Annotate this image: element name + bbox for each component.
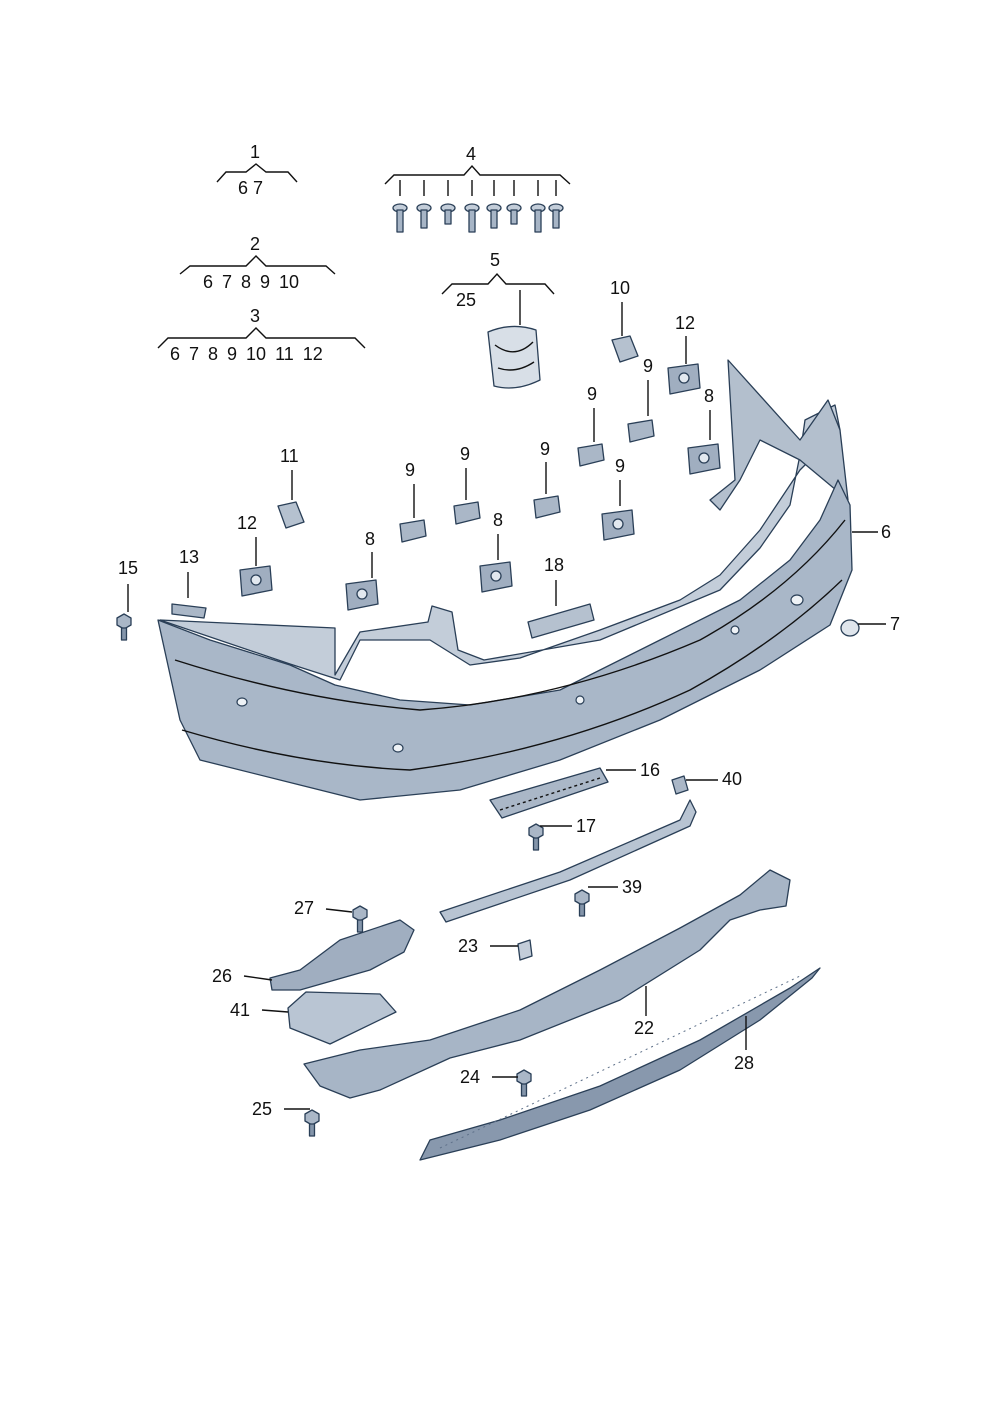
strip-13 [171, 603, 207, 619]
screw-icon [440, 203, 456, 225]
exhaust-trim [287, 991, 397, 1045]
screw-icon [506, 203, 522, 225]
assembly-bracket-1: 1 6 7 [216, 142, 298, 198]
fastener-set [392, 180, 564, 233]
screw-icon [464, 203, 480, 233]
callout-labels: 10 12 9 9 8 9 9 9 9 8 8 11 12 6 15 13 18 7 16 40 17 39 27 23 26 2… [118, 278, 900, 1119]
diffuser [303, 869, 791, 1099]
parking-sensor-holes [236, 594, 804, 753]
clip-40 [671, 775, 689, 795]
callout-39: 39 [622, 877, 642, 897]
callout-5: 5 [490, 250, 500, 270]
bracket-3-items: 6 7 8 9 10 11 12 [170, 344, 323, 364]
callout-11: 11 [280, 446, 299, 466]
screw-icon [574, 889, 590, 917]
screw-icon [392, 203, 408, 233]
assembly-bracket-5: 5 25 [441, 250, 555, 389]
callout-9: 9 [643, 356, 653, 376]
callout-12: 12 [237, 513, 257, 533]
lower-fasteners [116, 603, 860, 1137]
screw-icon [116, 613, 132, 641]
screw-icon [548, 203, 564, 229]
callout-15: 15 [118, 558, 138, 578]
callout-25: 25 [252, 1099, 272, 1119]
bracket-1-items: 6 7 [238, 178, 263, 198]
clip-9 [533, 495, 561, 519]
screw-icon [352, 905, 368, 933]
clip-8 [479, 561, 513, 593]
callout-17: 17 [576, 816, 596, 836]
clip-9 [399, 519, 427, 543]
screw-icon [304, 1109, 320, 1137]
callout-4: 4 [466, 144, 476, 164]
guide-profile [489, 767, 609, 819]
callout-7: 7 [890, 614, 900, 634]
screw-icon [486, 203, 502, 229]
bumper-cover [157, 359, 853, 801]
callout-8: 8 [704, 386, 714, 406]
screw-icon [530, 203, 546, 233]
plug-23 [517, 939, 533, 961]
bracket-5-items: 25 [456, 290, 476, 310]
screw-icon [516, 1069, 532, 1097]
cap-7 [840, 619, 860, 637]
callout-3: 3 [250, 306, 260, 326]
callout-28: 28 [734, 1053, 754, 1073]
lower-grille [419, 967, 821, 1161]
callout-8: 8 [493, 510, 503, 530]
callout-9: 9 [405, 460, 415, 480]
callout-24: 24 [460, 1067, 480, 1087]
callout-27: 27 [294, 898, 314, 918]
clip-9 [453, 501, 481, 525]
callout-12: 12 [675, 313, 695, 333]
clip-9 [601, 509, 635, 541]
parts-bag [487, 325, 541, 389]
clip-11 [277, 501, 305, 529]
callout-9: 9 [615, 456, 625, 476]
assembly-bracket-2: 2 6 7 8 9 10 [179, 234, 336, 292]
clip-12 [239, 565, 273, 597]
callout-2: 2 [250, 234, 260, 254]
assembly-bracket-4: 4 [384, 144, 571, 233]
clip-12 [667, 363, 701, 395]
callout-8: 8 [365, 529, 375, 549]
callout-9: 9 [540, 439, 550, 459]
callout-16: 16 [640, 760, 660, 780]
clip-10 [611, 335, 639, 363]
callout-18: 18 [544, 555, 564, 575]
clip-9 [577, 443, 605, 467]
callout-13: 13 [179, 547, 199, 567]
bracket-26 [269, 919, 415, 991]
mounting-clips [239, 335, 721, 611]
callout-23: 23 [458, 936, 478, 956]
bracket-18 [527, 603, 595, 639]
callout-9: 9 [460, 444, 470, 464]
trim-strip [439, 799, 697, 923]
clip-8 [687, 443, 721, 475]
callout-9: 9 [587, 384, 597, 404]
callout-41: 41 [230, 1000, 250, 1020]
callout-40: 40 [722, 769, 742, 789]
callout-1: 1 [250, 142, 260, 162]
screw-icon [528, 823, 544, 851]
assembly-bracket-3: 3 6 7 8 9 10 11 12 [157, 306, 366, 364]
callout-6: 6 [881, 522, 891, 542]
callout-26: 26 [212, 966, 232, 986]
clip-9 [627, 419, 655, 443]
clip-8 [345, 579, 379, 611]
callout-10: 10 [610, 278, 630, 298]
callout-22: 22 [634, 1018, 654, 1038]
bracket-2-items: 6 7 8 9 10 [203, 272, 299, 292]
screw-icon [416, 203, 432, 229]
